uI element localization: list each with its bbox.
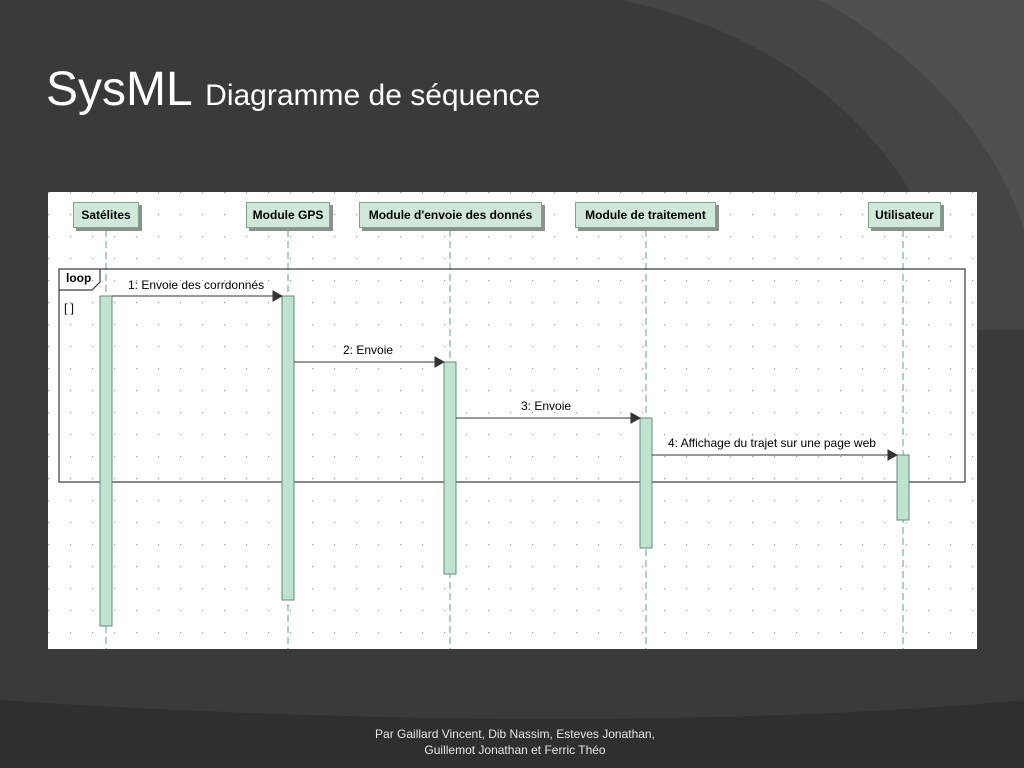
lifeline-module-envoie: Module d'envoie des donnés: [359, 202, 542, 228]
lifeline-utilisateur-label: Utilisateur: [875, 208, 934, 222]
message-3-arrowhead: [630, 412, 642, 424]
message-4-label: 4: Affichage du trajet sur une page web: [668, 436, 876, 450]
loop-fragment-frame: [58, 268, 966, 483]
activation-module-gps: [281, 295, 295, 601]
activation-module-traitement: [639, 417, 653, 549]
activation-satelites: [99, 295, 113, 627]
message-2-label: 2: Envoie: [343, 343, 394, 357]
loop-fragment-label-frame: [59, 269, 101, 291]
message-1-arrowhead: [272, 290, 284, 302]
message-2-arrowhead: [434, 356, 446, 368]
activation-utilisateur: [896, 454, 910, 521]
lifeline-satelites: Satélites: [73, 202, 139, 228]
slide-title: SysML Diagramme de séquence: [46, 62, 540, 117]
loop-guard-label: [ ]: [64, 301, 75, 315]
sequence-diagram: Satélites Module GPS Module d'envoie des…: [48, 192, 977, 649]
lifeline-module-traitement-label: Module de traitement: [585, 208, 706, 222]
message-3-label: 3: Envoie: [521, 399, 572, 413]
activation-module-envoie: [443, 361, 457, 575]
lifeline-module-traitement: Module de traitement: [575, 202, 716, 228]
lifeline-module-envoie-label: Module d'envoie des donnés: [368, 208, 533, 222]
lifeline-module-gps-label: Module GPS: [252, 208, 324, 222]
grid-background: [48, 192, 977, 649]
slide-title-main: SysML: [46, 63, 193, 116]
slide-title-subtitle: Diagramme de séquence: [205, 79, 541, 112]
loop-operator-label: loop: [66, 271, 92, 285]
lifeline-module-gps: Module GPS: [246, 202, 330, 228]
message-1-label: 1: Envoie des corrdonnés: [128, 278, 265, 292]
slide-footer: Par Gaillard Vincent, Dib Nassim, Esteve…: [375, 727, 655, 757]
lifeline-satelites-label: Satélites: [81, 208, 131, 222]
message-4-arrowhead: [887, 449, 899, 461]
sequence-diagram-graphics: [48, 192, 977, 649]
lifeline-utilisateur: Utilisateur: [868, 202, 941, 228]
